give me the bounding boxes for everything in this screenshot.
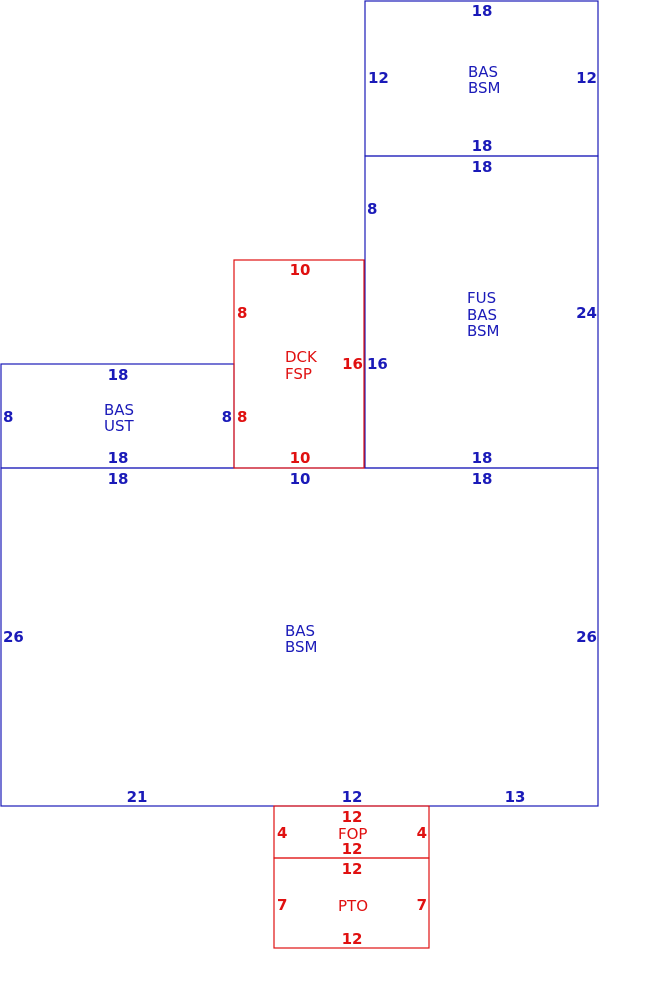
main-bottom-left-dim: 21 <box>127 788 148 806</box>
fus-left-lower-dim: 16 <box>367 355 388 373</box>
fus-code-2: BAS <box>467 306 497 324</box>
fus-code-3: BSM <box>467 322 500 340</box>
deck-bottom-dim: 10 <box>290 449 311 467</box>
deck-top-dim: 10 <box>290 261 311 279</box>
main-bottom-mid-dim: 12 <box>342 788 363 806</box>
deck-left-lower-dim: 8 <box>237 408 247 426</box>
fop-top-dim: 12 <box>342 808 363 826</box>
main-left-dim: 26 <box>3 628 24 646</box>
fop-right-dim: 4 <box>417 824 427 842</box>
main-code-1: BAS <box>285 622 315 640</box>
top-bas-top-dim: 18 <box>472 2 493 20</box>
pto-outline <box>273 857 430 949</box>
top-bas-code-2: BSM <box>468 79 501 97</box>
top-bas-left-dim: 12 <box>368 69 389 87</box>
ust-top-dim: 18 <box>108 366 129 384</box>
deck-code-1: DCK <box>285 348 318 366</box>
main-code-2: BSM <box>285 638 318 656</box>
deck-outline <box>233 259 365 469</box>
deck-right-dim: 16 <box>342 355 363 373</box>
main-right-dim: 26 <box>576 628 597 646</box>
ust-code-2: UST <box>104 417 135 435</box>
pto-code: PTO <box>338 897 368 915</box>
fus-code-1: FUS <box>467 289 496 307</box>
fus-top-dim: 18 <box>472 158 493 176</box>
deck-left-upper-dim: 8 <box>237 304 247 322</box>
top-bas-bottom-dim: 18 <box>472 137 493 155</box>
main-top-left-dim: 18 <box>108 470 129 488</box>
fop-bottom-dim: 12 <box>342 840 363 858</box>
pto-right-dim: 7 <box>417 896 427 914</box>
fop-left-dim: 4 <box>277 824 287 842</box>
pto-top-dim: 12 <box>342 860 363 878</box>
fus-left-upper-dim: 8 <box>367 200 377 218</box>
fop-code: FOP <box>338 825 367 843</box>
top-bas-right-dim: 12 <box>576 69 597 87</box>
ust-right-dim: 8 <box>222 408 232 426</box>
ust-bottom-dim: 18 <box>108 449 129 467</box>
top-bas-code-1: BAS <box>468 63 498 81</box>
ust-left-dim: 8 <box>3 408 13 426</box>
fus-bottom-dim: 18 <box>472 449 493 467</box>
fus-right-dim: 24 <box>576 304 597 322</box>
main-top-right-dim: 18 <box>472 470 493 488</box>
main-top-mid-dim: 10 <box>290 470 311 488</box>
ust-code-1: BAS <box>104 401 134 419</box>
pto-bottom-dim: 12 <box>342 930 363 948</box>
pto-left-dim: 7 <box>277 896 287 914</box>
deck-code-2: FSP <box>285 365 312 383</box>
main-bottom-right-dim: 13 <box>505 788 526 806</box>
